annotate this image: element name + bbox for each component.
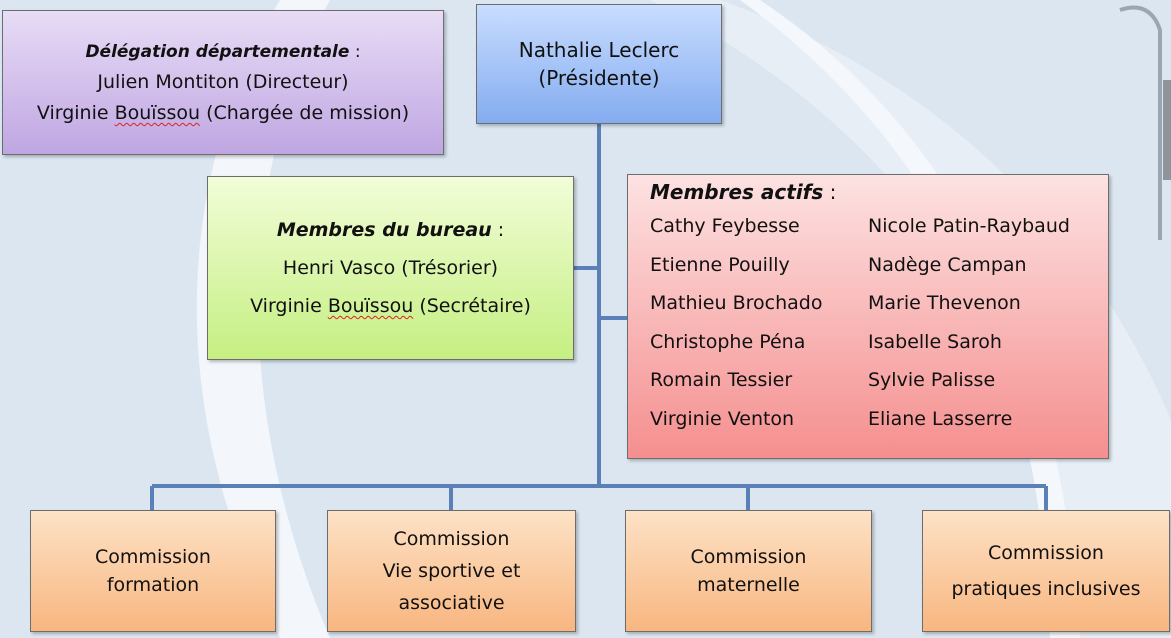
active-members-title-row: Membres actifs : xyxy=(650,177,836,207)
delegation-director: Julien Montiton (Directeur) xyxy=(97,71,349,93)
active-members-separator: : xyxy=(823,180,837,204)
active-member-item: Etienne Pouilly xyxy=(650,253,790,276)
active-member-item: Sylvie Palisse xyxy=(868,369,996,391)
commission-box-3: Commission maternelle xyxy=(625,510,872,632)
president-role: (Présidente) xyxy=(538,66,660,90)
delegation-mission-surname: Bouïssou xyxy=(114,102,201,124)
delegation-title-row: Délégation départementale : xyxy=(85,38,360,66)
delegation-separator: : xyxy=(349,42,361,62)
active-members-title: Membres actifs xyxy=(650,180,824,204)
active-member-item: Nadège Campan xyxy=(868,253,1027,276)
commission-1-line2: formation xyxy=(106,574,200,596)
bureau-treasurer: Henri Vasco (Trésorier) xyxy=(282,257,499,279)
commission-2-line1: Commission xyxy=(393,528,510,550)
bureau-secretary-firstname: Virginie xyxy=(250,295,328,317)
delegation-title: Délégation départementale xyxy=(85,42,350,62)
bureau-box: Membres du bureau : Henri Vasco (Trésori… xyxy=(207,176,574,360)
commission-4-line1: Commission xyxy=(988,542,1104,564)
active-member-item: Isabelle Saroh xyxy=(868,330,1002,353)
active-member-item: Mathieu Brochado xyxy=(650,292,823,314)
commission-box-1: Commission formation xyxy=(30,510,276,632)
active-member-item: Marie Thevenon xyxy=(868,292,1021,314)
delegation-mission-role: (Chargée de mission) xyxy=(200,102,410,124)
bureau-separator: : xyxy=(491,219,505,241)
active-member-item: Romain Tessier xyxy=(650,369,793,391)
commission-1-line1: Commission xyxy=(95,546,211,568)
active-member-item: Eliane Lasserre xyxy=(868,407,1013,430)
bureau-title: Membres du bureau xyxy=(276,219,492,241)
commission-box-4: Commission pratiques inclusives xyxy=(922,510,1170,632)
active-members-box: Membres actifs : Cathy Feybesse Nicole Pa… xyxy=(627,174,1109,459)
commission-2-line3: associative xyxy=(398,592,505,614)
bureau-secretary-surname: Bouïssou xyxy=(327,295,414,317)
bureau-secretary: Virginie Bouïssou (Secrétaire) xyxy=(250,287,531,325)
president-name: Nathalie Leclerc xyxy=(518,38,680,62)
commission-3-line2: maternelle xyxy=(697,574,800,596)
commission-4-line2: pratiques inclusives xyxy=(951,578,1141,600)
active-member-item: Nicole Patin-Raybaud xyxy=(868,215,1070,237)
active-member-item: Cathy Feybesse xyxy=(650,215,800,237)
active-member-item: Christophe Péna xyxy=(650,330,806,353)
delegation-box: Délégation départementale : Julien Monti… xyxy=(2,10,444,155)
delegation-mission-firstname: Virginie xyxy=(36,102,115,124)
commission-box-2: Commission Vie sportive et associative xyxy=(327,510,576,632)
commission-2-line2: Vie sportive et xyxy=(382,560,521,582)
active-member-item: Virginie Venton xyxy=(650,407,795,430)
delegation-mission: Virginie Bouïssou (Chargée de mission) xyxy=(37,99,409,127)
president-box: Nathalie Leclerc (Présidente) xyxy=(476,4,722,124)
bureau-title-row: Membres du bureau : xyxy=(277,211,504,249)
bureau-secretary-role: (Secrétaire) xyxy=(413,295,531,317)
commission-3-line1: Commission xyxy=(690,546,807,568)
